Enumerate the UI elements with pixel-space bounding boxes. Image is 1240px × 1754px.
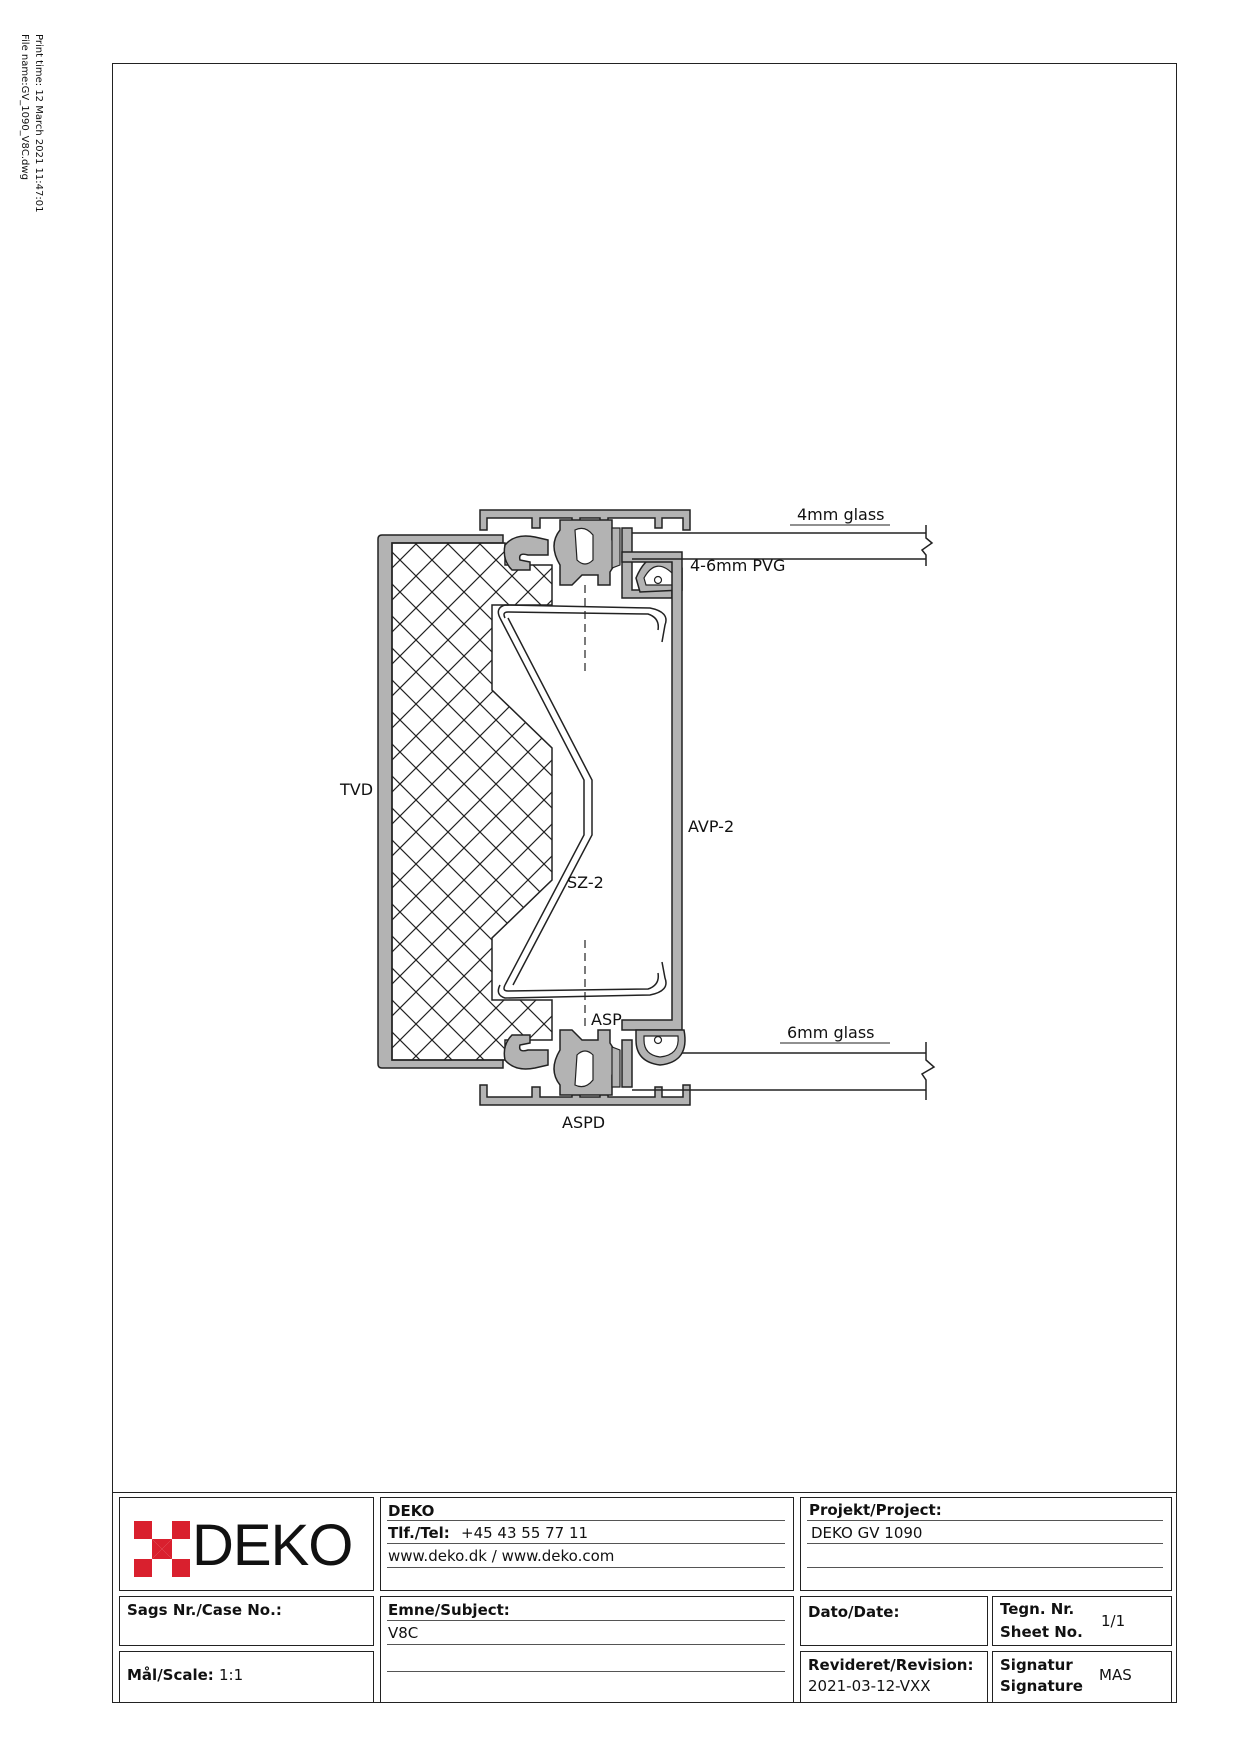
label-pvg: 4-6mm PVG <box>690 556 785 575</box>
tvd-profile <box>377 534 553 1069</box>
avp-profile <box>621 551 683 1031</box>
scale-value: 1:1 <box>219 1666 244 1684</box>
bottom-rail <box>479 1029 691 1106</box>
label-avp: AVP-2 <box>688 817 734 836</box>
date-label: Dato/Date: <box>808 1603 900 1621</box>
subject-label: Emne/Subject: <box>388 1601 510 1619</box>
signature-cell: Signatur Signature MAS <box>992 1651 1172 1703</box>
revision-label: Revideret/Revision: <box>808 1656 974 1674</box>
tel-label: Tlf./Tel: <box>388 1524 450 1542</box>
sheet-cell: Tegn. Nr. Sheet No. 1/1 <box>992 1596 1172 1646</box>
label-sz: SZ-2 <box>567 873 604 892</box>
label-glass-bottom: 6mm glass <box>787 1023 875 1042</box>
case-cell: Sags Nr./Case No.: <box>119 1596 374 1646</box>
top-rail <box>479 509 691 599</box>
deko-logo-icon <box>134 1521 190 1577</box>
date-cell: Dato/Date: <box>800 1596 988 1646</box>
revision-value: 2021-03-12-VXX <box>808 1677 931 1695</box>
company-name: DEKO <box>388 1502 435 1520</box>
subject-value: V8C <box>388 1624 419 1642</box>
project-cell: Projekt/Project: DEKO GV 1090 <box>800 1497 1172 1591</box>
sheet-value: 1/1 <box>1101 1612 1126 1630</box>
subject-cell: Emne/Subject: V8C <box>380 1596 794 1703</box>
label-glass-top: 4mm glass <box>797 505 885 524</box>
top-glass <box>632 525 934 566</box>
sz-profile <box>497 604 667 999</box>
logo-cell: DEKO <box>119 1497 374 1591</box>
scale-label: Mål/Scale: <box>127 1666 214 1684</box>
case-label: Sags Nr./Case No.: <box>127 1601 282 1619</box>
bottom-gasket <box>635 1029 686 1066</box>
label-asp: ASP <box>591 1010 622 1029</box>
bottom-glass <box>632 1042 936 1100</box>
signature-label-2: Signature <box>1000 1677 1083 1695</box>
sheet-label-2: Sheet No. <box>1000 1623 1083 1641</box>
company-web: www.deko.dk / www.deko.com <box>388 1547 615 1565</box>
label-tvd: TVD <box>339 780 373 799</box>
sheet-label-1: Tegn. Nr. <box>1000 1600 1075 1618</box>
signature-label-1: Signatur <box>1000 1656 1073 1674</box>
label-aspd: ASPD <box>562 1113 605 1132</box>
company-cell: DEKO Tlf./Tel: +45 43 55 77 11 www.deko.… <box>380 1497 794 1591</box>
revision-cell: Revideret/Revision: 2021-03-12-VXX <box>800 1651 988 1703</box>
signature-value: MAS <box>1099 1666 1132 1684</box>
scale-cell: Mål/Scale: 1:1 <box>119 1651 374 1703</box>
project-value: DEKO GV 1090 <box>811 1524 923 1542</box>
tel-value: +45 43 55 77 11 <box>461 1524 589 1542</box>
project-label: Projekt/Project: <box>809 1501 942 1519</box>
deko-logo-text: DEKO <box>192 1513 353 1578</box>
